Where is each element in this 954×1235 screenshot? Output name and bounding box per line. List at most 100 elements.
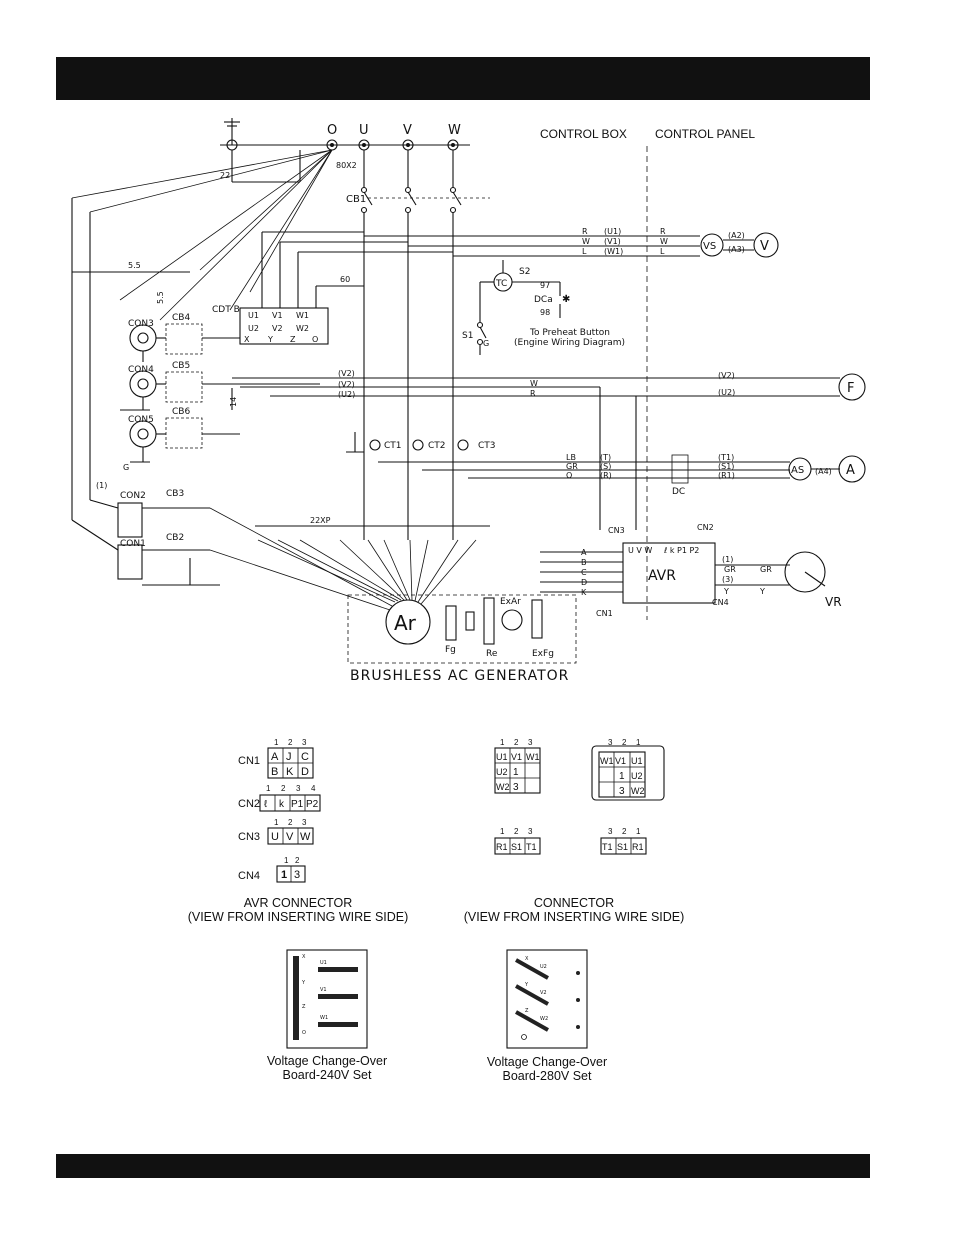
connector-caption: CONNECTOR (VIEW FROM INSERTING WIRE SIDE… — [463, 896, 685, 924]
svg-text:L: L — [582, 247, 587, 256]
control-box-label: CONTROL BOX — [540, 127, 627, 141]
svg-text:3: 3 — [296, 784, 301, 793]
svg-text:D: D — [581, 578, 587, 587]
svg-text:CON3: CON3 — [128, 319, 154, 329]
svg-text:V2: V2 — [540, 990, 547, 996]
svg-text:(U2): (U2) — [718, 388, 735, 397]
svg-text:1: 1 — [500, 738, 505, 747]
current-transformers: CT1 CT2 CT3 LB (T) GR (S) O (R) DC (T1) … — [346, 432, 866, 497]
svg-text:22XP: 22XP — [310, 516, 331, 525]
cb1-label: CB1 — [346, 194, 366, 205]
svg-text:P2: P2 — [306, 799, 319, 810]
voltage-regulator — [784, 551, 826, 593]
svg-text:V: V — [286, 831, 294, 843]
svg-text:Re: Re — [486, 649, 498, 659]
svg-text:CN3: CN3 — [238, 831, 260, 843]
svg-text:O: O — [566, 471, 572, 480]
generator: Ar Fg Re ExAr ExFg BRUSHLESS AC GENERATO… — [209, 507, 577, 684]
svg-text:1: 1 — [500, 827, 505, 836]
svg-text:CN2: CN2 — [238, 798, 260, 810]
svg-text:1: 1 — [281, 869, 287, 881]
avr-connectors: CN1 1 2 3 A J C B K D CN2 1 2 3 4 ℓ k P1… — [238, 738, 321, 883]
svg-text:B: B — [271, 766, 278, 778]
svg-text:U2: U2 — [631, 771, 643, 781]
avr-module: AVR U V W ℓ k P1 P2 CN3 CN2 CN1 CN4 A B … — [540, 387, 842, 618]
svg-text:CT3: CT3 — [478, 441, 496, 451]
frequency-meter — [838, 373, 866, 401]
frequency-meter-circuit: (V2) (V2) (U2) W R (V2) (U2) F — [232, 369, 866, 401]
svg-text:A: A — [581, 548, 587, 557]
terminal-u-label: U — [359, 123, 369, 138]
svg-text:CT2: CT2 — [428, 441, 446, 451]
outlet-group: CON2 CON1 CB3 CB2 (1) — [71, 481, 220, 586]
svg-text:(R1): (R1) — [718, 471, 735, 480]
svg-text:5.5: 5.5 — [156, 291, 165, 304]
svg-text:Y: Y — [759, 587, 765, 596]
svg-text:CON2: CON2 — [120, 491, 146, 501]
terminal-v-label: V — [403, 123, 412, 138]
neutral-fanout: 5.5 5.5 — [71, 149, 333, 520]
svg-text:1: 1 — [284, 856, 289, 865]
svg-text:2: 2 — [514, 738, 519, 747]
svg-text:Z: Z — [290, 335, 296, 344]
svg-text:G: G — [123, 463, 129, 472]
svg-text:CT1: CT1 — [384, 441, 402, 451]
svg-text:Z: Z — [525, 1008, 529, 1014]
svg-text:(V1): (V1) — [604, 237, 621, 246]
svg-text:1: 1 — [636, 827, 641, 836]
svg-text:U1: U1 — [248, 311, 259, 320]
svg-text:DCa: DCa — [534, 295, 553, 305]
footer-bar — [56, 1154, 870, 1178]
svg-text:U: U — [271, 831, 279, 843]
svg-text:Y: Y — [723, 587, 729, 596]
svg-text:T1: T1 — [602, 842, 613, 852]
svg-text:ExFg: ExFg — [532, 649, 554, 659]
svg-text:VS: VS — [703, 241, 716, 252]
svg-text:X: X — [302, 954, 306, 960]
svg-text:(A4): (A4) — [815, 467, 832, 476]
svg-text:VR: VR — [825, 595, 842, 609]
svg-text:2: 2 — [622, 738, 627, 747]
svg-text:(T): (T) — [600, 453, 611, 462]
svg-text:1: 1 — [274, 818, 279, 827]
svg-text:V: V — [760, 239, 769, 254]
svg-text:C: C — [301, 751, 309, 763]
svg-text:CN1: CN1 — [238, 755, 260, 767]
svg-text:1: 1 — [266, 784, 271, 793]
svg-text:CON1: CON1 — [120, 539, 146, 549]
svg-text:R1: R1 — [496, 842, 508, 852]
svg-text:CB4: CB4 — [172, 313, 190, 323]
svg-text:2: 2 — [288, 738, 293, 747]
thermal-control: TC S2 97 DCa ✱ 98 S1 G To Preheat Button… — [462, 260, 625, 355]
svg-text:✱: ✱ — [562, 294, 570, 305]
svg-text:(1): (1) — [722, 555, 733, 564]
cdtb-terminal-block: CDT B U1 V1 W1 U2 V2 W2 X Y Z O 60 — [212, 231, 453, 345]
svg-text:GR: GR — [566, 462, 578, 471]
receptacle-group: CON3 CON4 CON5 CB4 CB5 CB6 G 14 — [120, 313, 320, 472]
svg-text:J: J — [286, 751, 292, 763]
svg-text:W2: W2 — [540, 1016, 548, 1022]
svg-text:A: A — [846, 463, 855, 478]
svg-text:CN4: CN4 — [238, 870, 260, 882]
svg-text:F: F — [847, 381, 854, 396]
svg-text:1: 1 — [619, 771, 625, 782]
svg-text:(V2): (V2) — [338, 369, 355, 378]
svg-text:W2: W2 — [496, 782, 510, 792]
svg-text:CN4: CN4 — [712, 598, 729, 607]
svg-text:K: K — [581, 588, 587, 597]
svg-text:U V W: U V W — [628, 546, 652, 555]
svg-text:Y: Y — [267, 335, 273, 344]
svg-text:(S1): (S1) — [718, 462, 734, 471]
control-panel-label: CONTROL PANEL — [655, 127, 755, 141]
svg-text:(Engine Wiring Diagram): (Engine Wiring Diagram) — [514, 338, 625, 348]
generic-connectors: 1 2 3 U1 V1 W1 U2 1 W2 3 3 2 1 W1 V1 U1 … — [494, 738, 665, 855]
svg-text:V1: V1 — [511, 752, 522, 762]
svg-text:2: 2 — [288, 818, 293, 827]
svg-text:CB5: CB5 — [172, 361, 190, 371]
svg-text:2: 2 — [514, 827, 519, 836]
svg-text:k: k — [279, 799, 285, 810]
svg-text:1: 1 — [636, 738, 641, 747]
svg-text:(V2): (V2) — [338, 380, 355, 389]
svg-text:S1: S1 — [511, 842, 522, 852]
